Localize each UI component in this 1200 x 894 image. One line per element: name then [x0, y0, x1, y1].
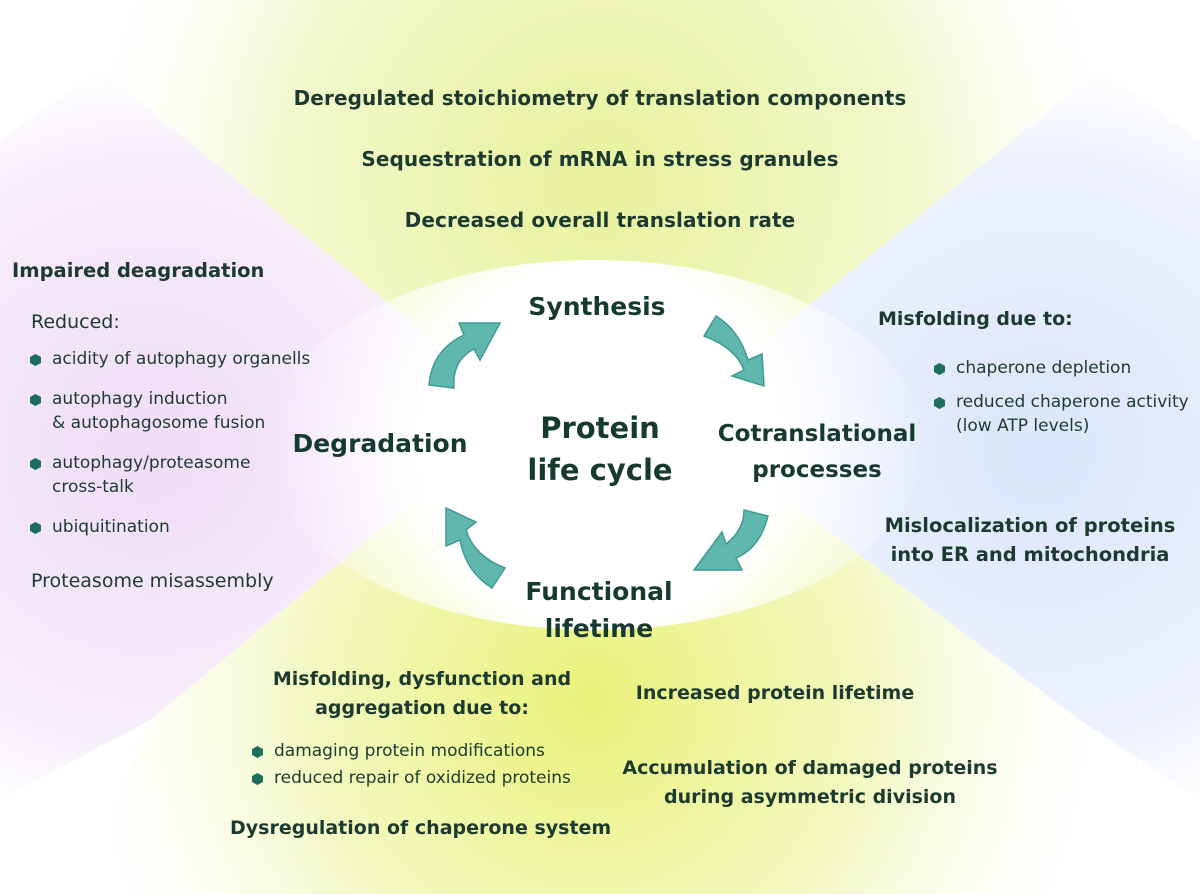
stage-cotranslational: Cotranslational processes	[712, 416, 922, 488]
center-circle	[474, 319, 726, 571]
list-item: chaperone depletion	[934, 356, 1199, 380]
list-item-text: acidity of autophagy organells	[52, 349, 311, 369]
stage-synthesis: Synthesis	[528, 292, 666, 321]
list-item-text: cross-talk	[52, 477, 134, 497]
stage-cotranslational-line2: processes	[752, 457, 882, 483]
functional-heading-line1: Misfolding, dysfunction and	[272, 668, 572, 690]
list-item-text: autophagy induction	[52, 389, 228, 409]
arrow-degradation-to-synthesis	[428, 322, 502, 389]
list-item: autophagy induction & autophagosome fusio…	[30, 387, 360, 435]
stage-cotranslational-line1: Cotranslational	[717, 421, 917, 447]
list-item-text: chaperone depletion	[956, 358, 1132, 378]
hexagon-bullet-icon	[30, 354, 41, 366]
hexagon-bullet-icon	[252, 773, 263, 785]
degradation-footer: Proteasome misassembly	[31, 570, 274, 592]
list-item-text: ubiquitination	[52, 517, 170, 537]
mislocalization-line1: Mislocalization of proteins	[884, 514, 1176, 537]
stage-functional: Functional lifetime	[487, 573, 711, 647]
accumulation-line2: during asymmetric division	[663, 786, 956, 808]
hexagon-bullet-icon	[30, 458, 41, 470]
synthesis-effect-2: Sequestration of mRNA in stress granules	[361, 147, 839, 171]
sector-functional	[80, 480, 1120, 894]
list-item-text: autophagy/proteasome	[52, 453, 251, 473]
arrow-functional-to-degradation	[445, 506, 507, 590]
list-item-text: reduced repair of oxidized proteins	[274, 768, 571, 788]
sector-degradation	[0, 70, 440, 800]
mislocalization-line2: into ER and mitochondria	[890, 543, 1170, 566]
cotranslational-heading: Misfolding due to:	[878, 308, 1073, 330]
list-item-text: reduced chaperone activity	[956, 392, 1189, 412]
degradation-bullet-list: acidity of autophagy organells autophagy…	[30, 347, 360, 539]
list-item-text: (low ATP levels)	[956, 416, 1090, 436]
functional-dysregulation: Dysregulation of chaperone system	[230, 817, 612, 839]
degradation-heading: Impaired deagradation	[12, 259, 265, 282]
functional-increased-lifetime: Increased protein lifetime	[635, 682, 915, 704]
list-item: ubiquitination	[30, 515, 360, 539]
cotranslational-bullet-list: chaperone depletion reduced chaperone ac…	[934, 356, 1199, 438]
cotranslational-mislocalization: Mislocalization of proteins into ER and …	[870, 511, 1190, 569]
stage-functional-line2: lifetime	[544, 614, 654, 643]
sector-synthesis	[60, 0, 1140, 345]
functional-accumulation: Accumulation of damaged proteins during …	[612, 754, 1008, 812]
hexagon-bullet-icon	[30, 394, 41, 406]
list-item: damaging protein modifications	[252, 739, 612, 763]
degradation-reduced-label: Reduced:	[31, 311, 120, 333]
hexagon-bullet-icon	[30, 522, 41, 534]
functional-heading-line2: aggregation due to:	[315, 697, 529, 719]
list-item-text: & autophagosome fusion	[52, 413, 266, 433]
stage-functional-line1: Functional	[525, 577, 673, 606]
synthesis-effect-1: Deregulated stoichiometry of translation…	[293, 86, 907, 110]
center-title-line1: Protein	[540, 411, 660, 445]
hexagon-bullet-icon	[934, 363, 945, 375]
list-item: acidity of autophagy organells	[30, 347, 360, 371]
center-title-line2: life cycle	[527, 453, 673, 487]
functional-bullet-list: damaging protein modifications reduced r…	[252, 739, 612, 790]
accumulation-line1: Accumulation of damaged proteins	[622, 757, 998, 779]
list-item: autophagy/proteasome cross-talk	[30, 451, 360, 499]
arrow-cotranslational-to-functional	[692, 509, 769, 571]
hexagon-bullet-icon	[934, 397, 945, 409]
list-item: reduced repair of oxidized proteins	[252, 766, 612, 790]
list-item-text: damaging protein modifications	[274, 741, 545, 761]
center-title: Protein life cycle	[500, 407, 700, 491]
arrow-synthesis-to-cotranslational	[702, 314, 765, 388]
synthesis-effect-3: Decreased overall translation rate	[404, 208, 796, 232]
hexagon-bullet-icon	[252, 746, 263, 758]
list-item: reduced chaperone activity (low ATP level…	[934, 390, 1199, 438]
stage-degradation: Degradation	[292, 429, 468, 458]
sector-cotranslational	[760, 70, 1200, 800]
functional-heading: Misfolding, dysfunction and aggregation …	[262, 665, 582, 723]
